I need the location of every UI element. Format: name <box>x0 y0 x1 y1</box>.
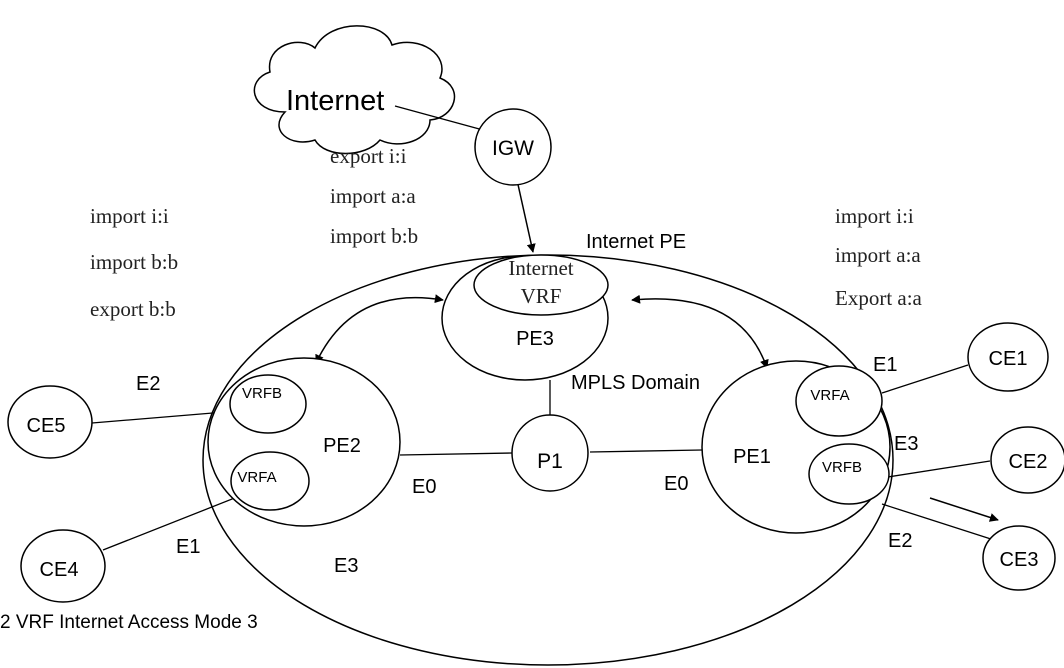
pe3-label: PE3 <box>516 328 554 350</box>
internet-vrf-label-line1: Internet <box>508 256 573 280</box>
ce4-label: CE4 <box>40 559 79 581</box>
ce3-label: CE3 <box>1000 549 1039 571</box>
interface-labels: E2 E1 E0 E3 E0 E1 E3 E2 <box>136 354 918 577</box>
pe2-e0-label: E0 <box>412 476 436 498</box>
links <box>91 105 995 551</box>
ce2-label: CE2 <box>1009 451 1048 473</box>
p1-circle <box>511 414 589 492</box>
pe2-vrfa-ellipse <box>230 451 310 511</box>
link-ce5-vrfb <box>91 410 238 424</box>
pe1-vrfb-label: VRFB <box>822 459 862 476</box>
node-shapes <box>7 108 1064 603</box>
pe1-vrfa-ellipse <box>795 365 883 437</box>
figure-caption: 2 VRF Internet Access Mode 3 <box>0 612 258 633</box>
pe1-rt-3: Export a:a <box>835 286 923 310</box>
pe2-vrfb-label: VRFB <box>242 385 282 402</box>
pe2-rt-1: import i:i <box>90 204 169 228</box>
ce1-label: CE1 <box>989 348 1028 370</box>
pe2-label: PE2 <box>323 435 361 457</box>
arrow-pe3-pe1 <box>631 294 769 369</box>
pe1-vrfa-label: VRFA <box>810 387 849 404</box>
internet-label: Internet <box>286 85 384 117</box>
pe1-label: PE1 <box>733 446 771 468</box>
link-vrfa-ce1 <box>881 364 969 394</box>
pe3-rt-1: export i:i <box>330 144 407 168</box>
pe3-rt-2: import a:a <box>330 184 416 208</box>
pe2-vrfa-label: VRFA <box>237 469 276 486</box>
link-p1-pe1 <box>589 449 703 453</box>
pe2-rt-2: import b:b <box>90 250 178 274</box>
link-vrfb-ce2 <box>887 460 991 478</box>
pe1-e1-label: E1 <box>873 354 897 376</box>
pe1-e3-label: E3 <box>894 433 918 455</box>
route-exchange-arrows <box>315 170 999 522</box>
mpls-domain-label: MPLS Domain <box>571 372 700 394</box>
internet-cloud <box>253 25 456 155</box>
ce4-circle <box>20 529 106 603</box>
link-vrfb-ce3 <box>881 503 995 541</box>
pe2-e2-label: E2 <box>136 373 160 395</box>
link-pe2-p1 <box>399 452 513 456</box>
arrow-pe3-pe2 <box>315 294 444 364</box>
ce5-label: CE5 <box>27 415 66 437</box>
pe1-e0-label: E0 <box>664 473 688 495</box>
route-target-annotations: export i:i import a:a import b:b import … <box>90 144 923 321</box>
pe3-rt-3: import b:b <box>330 224 418 248</box>
pe1-rt-2: import a:a <box>835 243 921 267</box>
internet-vrf-ellipse <box>473 254 609 316</box>
pe1-e2-label: E2 <box>888 530 912 552</box>
pe2-e1-label: E1 <box>176 536 200 558</box>
pe2-rt-3: export b:b <box>90 297 176 321</box>
pe2-e3-label: E3 <box>334 555 358 577</box>
igw-circle <box>474 108 552 186</box>
pe1-vrfb-ellipse <box>808 443 890 505</box>
ce2-circle <box>990 426 1064 494</box>
igw-label: IGW <box>492 137 534 160</box>
ce3-circle <box>982 525 1056 591</box>
internet-vrf-label-line2: VRF <box>521 284 562 308</box>
internet-pe-label: Internet PE <box>586 231 686 253</box>
ce5-circle <box>7 385 93 459</box>
node-labels: Internet IGW Internet PE Internet VRF PE… <box>27 85 1048 581</box>
pe1-rt-1: import i:i <box>835 204 914 228</box>
ce1-circle <box>967 322 1049 392</box>
pe2-vrfb-ellipse <box>229 374 307 434</box>
p1-label: P1 <box>537 450 563 473</box>
link-internet-igw <box>394 105 484 131</box>
arrow-traffic-ce3 <box>929 497 999 522</box>
pe2-ellipse <box>207 357 401 527</box>
